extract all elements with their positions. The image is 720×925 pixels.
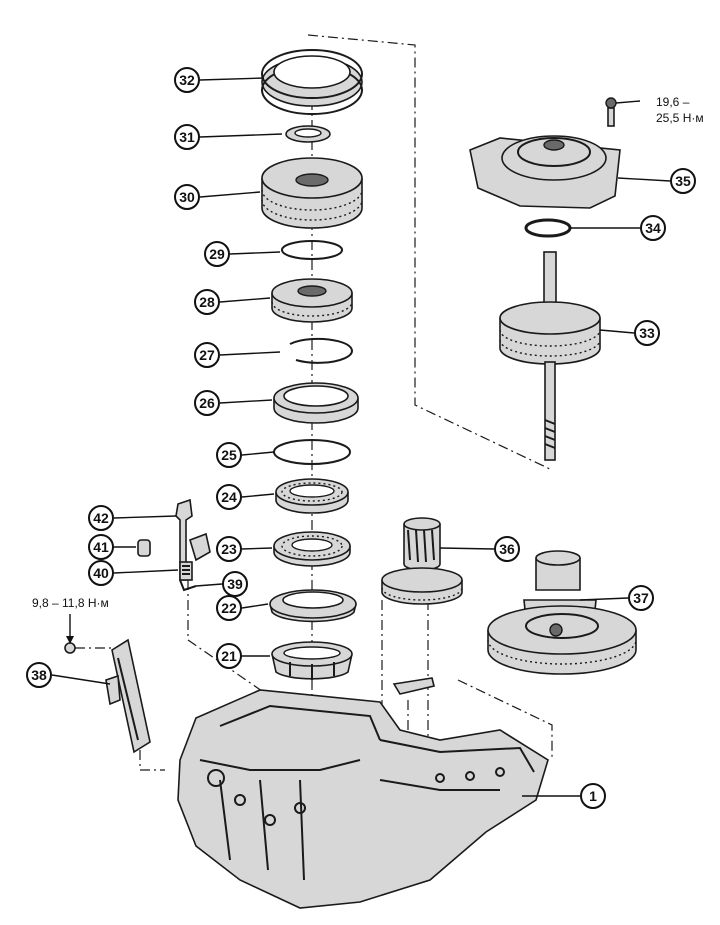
callout-30: 30 [174,184,200,210]
callout-41: 41 [88,534,114,560]
callout-31-label: 31 [179,129,195,145]
torque-annotations: 19,6 – 25,5 Н·м 9,8 – 11,8 Н·м [32,95,704,644]
callout-24: 24 [216,484,242,510]
callout-25-label: 25 [221,447,237,463]
callout-28: 28 [194,289,220,315]
callout-35: 35 [670,168,696,194]
callout-21: 21 [216,643,242,669]
callout-33-label: 33 [639,325,655,341]
callout-26-label: 26 [199,395,215,411]
part-21-spring-retainer [271,641,353,680]
part-29-snap-ring [281,240,343,260]
part-30-clutch-drum [261,157,363,229]
callout-21-label: 21 [221,648,237,664]
callout-38-label: 38 [31,667,47,683]
part-24-one-way-clutch [275,478,349,514]
part-1-transmission-case [177,689,549,909]
part-33-input-shaft [499,251,601,461]
callout-26: 26 [194,390,220,416]
callout-30-label: 30 [179,189,195,205]
callout-39-label: 39 [227,576,243,592]
callout-40: 40 [88,560,114,586]
leader-lines [51,77,671,797]
callout-1: 1 [580,783,606,809]
callout-38: 38 [26,662,52,688]
torque-strainer-bolt: 9,8 – 11,8 Н·м [32,596,109,610]
callout-36: 36 [494,536,520,562]
callout-37-label: 37 [633,590,649,606]
callout-28-label: 28 [199,294,215,310]
callout-40-label: 40 [93,565,109,581]
callout-42: 42 [88,505,114,531]
part-22-piston [269,589,357,623]
callout-32: 32 [174,67,200,93]
callout-23-label: 23 [221,541,237,557]
part-34-seal-ring [524,218,572,238]
part-31-thrust-washer [285,125,331,143]
part-26-reaction-plate [273,382,359,424]
callout-41-label: 41 [93,539,109,555]
callout-27: 27 [194,342,220,368]
callout-22: 22 [216,595,242,621]
callout-32-label: 32 [179,72,195,88]
part-32-clutch-pack [261,49,363,115]
callout-1-label: 1 [589,788,597,804]
part-27-snap-ring [289,337,353,364]
callout-23: 23 [216,536,242,562]
callout-24-label: 24 [221,489,237,505]
callout-37: 37 [628,585,654,611]
part-23-bearing [273,531,351,567]
callout-34: 34 [640,215,666,241]
callout-39: 39 [222,571,248,597]
small-bracket [392,677,435,695]
callout-31: 31 [174,124,200,150]
callout-29-label: 29 [209,246,225,262]
callout-34-label: 34 [645,220,661,236]
callout-29: 29 [204,241,230,267]
part-35-oil-pump-cover [469,97,621,209]
callout-25: 25 [216,442,242,468]
callout-27-label: 27 [199,347,215,363]
part-38-oil-strainer [64,638,151,754]
callout-33: 33 [634,320,660,346]
callout-36-label: 36 [499,541,515,557]
callout-35-label: 35 [675,173,691,189]
torque-cover-bolt-line1: 19,6 – [656,95,690,109]
torque-cover-bolt-line2: 25,5 Н·м [656,111,704,125]
callout-22-label: 22 [221,600,237,616]
callout-42-label: 42 [93,510,109,526]
part-28-sun-gear [271,278,353,323]
parts-39-42-manual-shaft-group [137,498,211,592]
part-37-differential [487,550,637,675]
part-36-output-gear [381,517,463,605]
